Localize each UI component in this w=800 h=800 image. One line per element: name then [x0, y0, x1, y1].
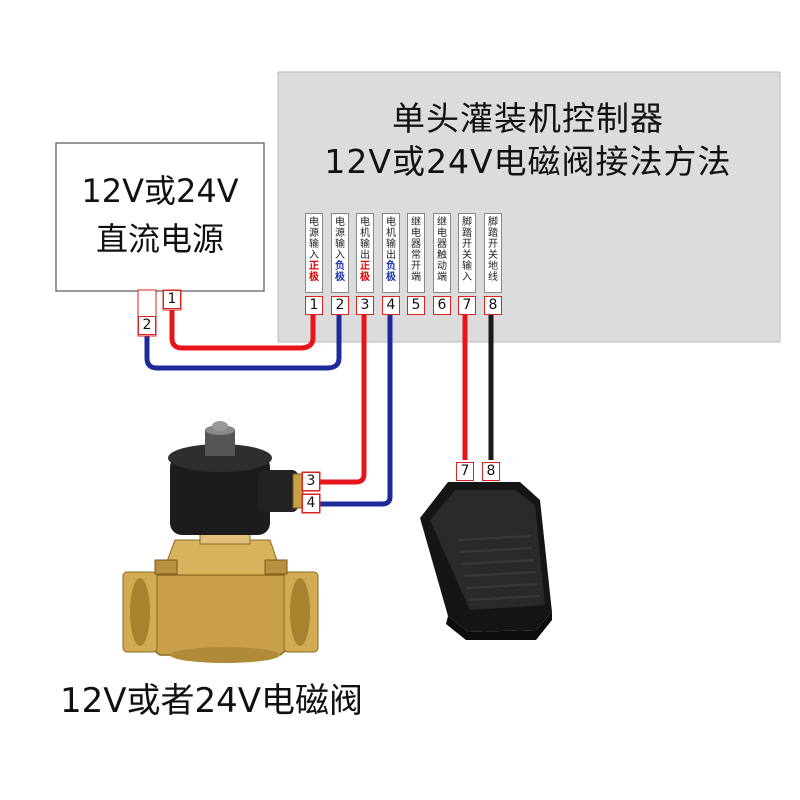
psu-terminal-negative: 2 [138, 316, 156, 335]
power-supply-line1: 12V或24V [81, 172, 239, 210]
terminal-number-4: 4 [382, 296, 400, 315]
terminal-number-5: 5 [407, 296, 425, 315]
pedal-terminal-b: 8 [482, 462, 500, 481]
terminal-label-5: 继电器常开端 [407, 213, 425, 293]
terminal-label-2: 电源输入负极 [331, 213, 349, 293]
wire-psu-positive [169, 308, 316, 351]
terminal-number-6: 6 [433, 296, 451, 315]
terminal-label-1: 电源输入正极 [305, 213, 323, 293]
controller-title-line1: 单头灌装机控制器 [392, 99, 664, 138]
terminal-label-3: 电机输出正极 [356, 213, 374, 293]
wire-valve-positive [320, 314, 367, 485]
terminal-number-8: 8 [484, 296, 502, 315]
psu-terminal-positive: 1 [163, 290, 181, 309]
terminal-label-8: 脚踏开关地线 [484, 213, 502, 293]
terminal-label-7: 脚踏开关输入 [458, 213, 476, 293]
terminal-number-7: 7 [458, 296, 476, 315]
power-supply-line2: 直流电源 [95, 220, 224, 258]
power-supply-box [55, 142, 265, 292]
valve-terminal-a: 3 [302, 472, 320, 491]
terminal-label-6: 继电器触动端 [433, 213, 451, 293]
wire-valve-negative [320, 314, 393, 507]
valve-terminal-b: 4 [302, 494, 320, 513]
controller-title-line2: 12V或24V电磁阀接法方法 [324, 142, 732, 181]
terminal-number-1: 1 [305, 296, 323, 315]
wire-psu-negative [144, 314, 342, 371]
terminal-label-4: 电机输出负极 [382, 213, 400, 293]
valve-caption: 12V或者24V电磁阀 [60, 681, 364, 721]
foot-pedal-image [420, 482, 552, 640]
pedal-terminal-a: 7 [456, 462, 474, 481]
solenoid-valve-image [122, 421, 319, 663]
terminal-number-2: 2 [331, 296, 349, 315]
terminal-number-3: 3 [356, 296, 374, 315]
